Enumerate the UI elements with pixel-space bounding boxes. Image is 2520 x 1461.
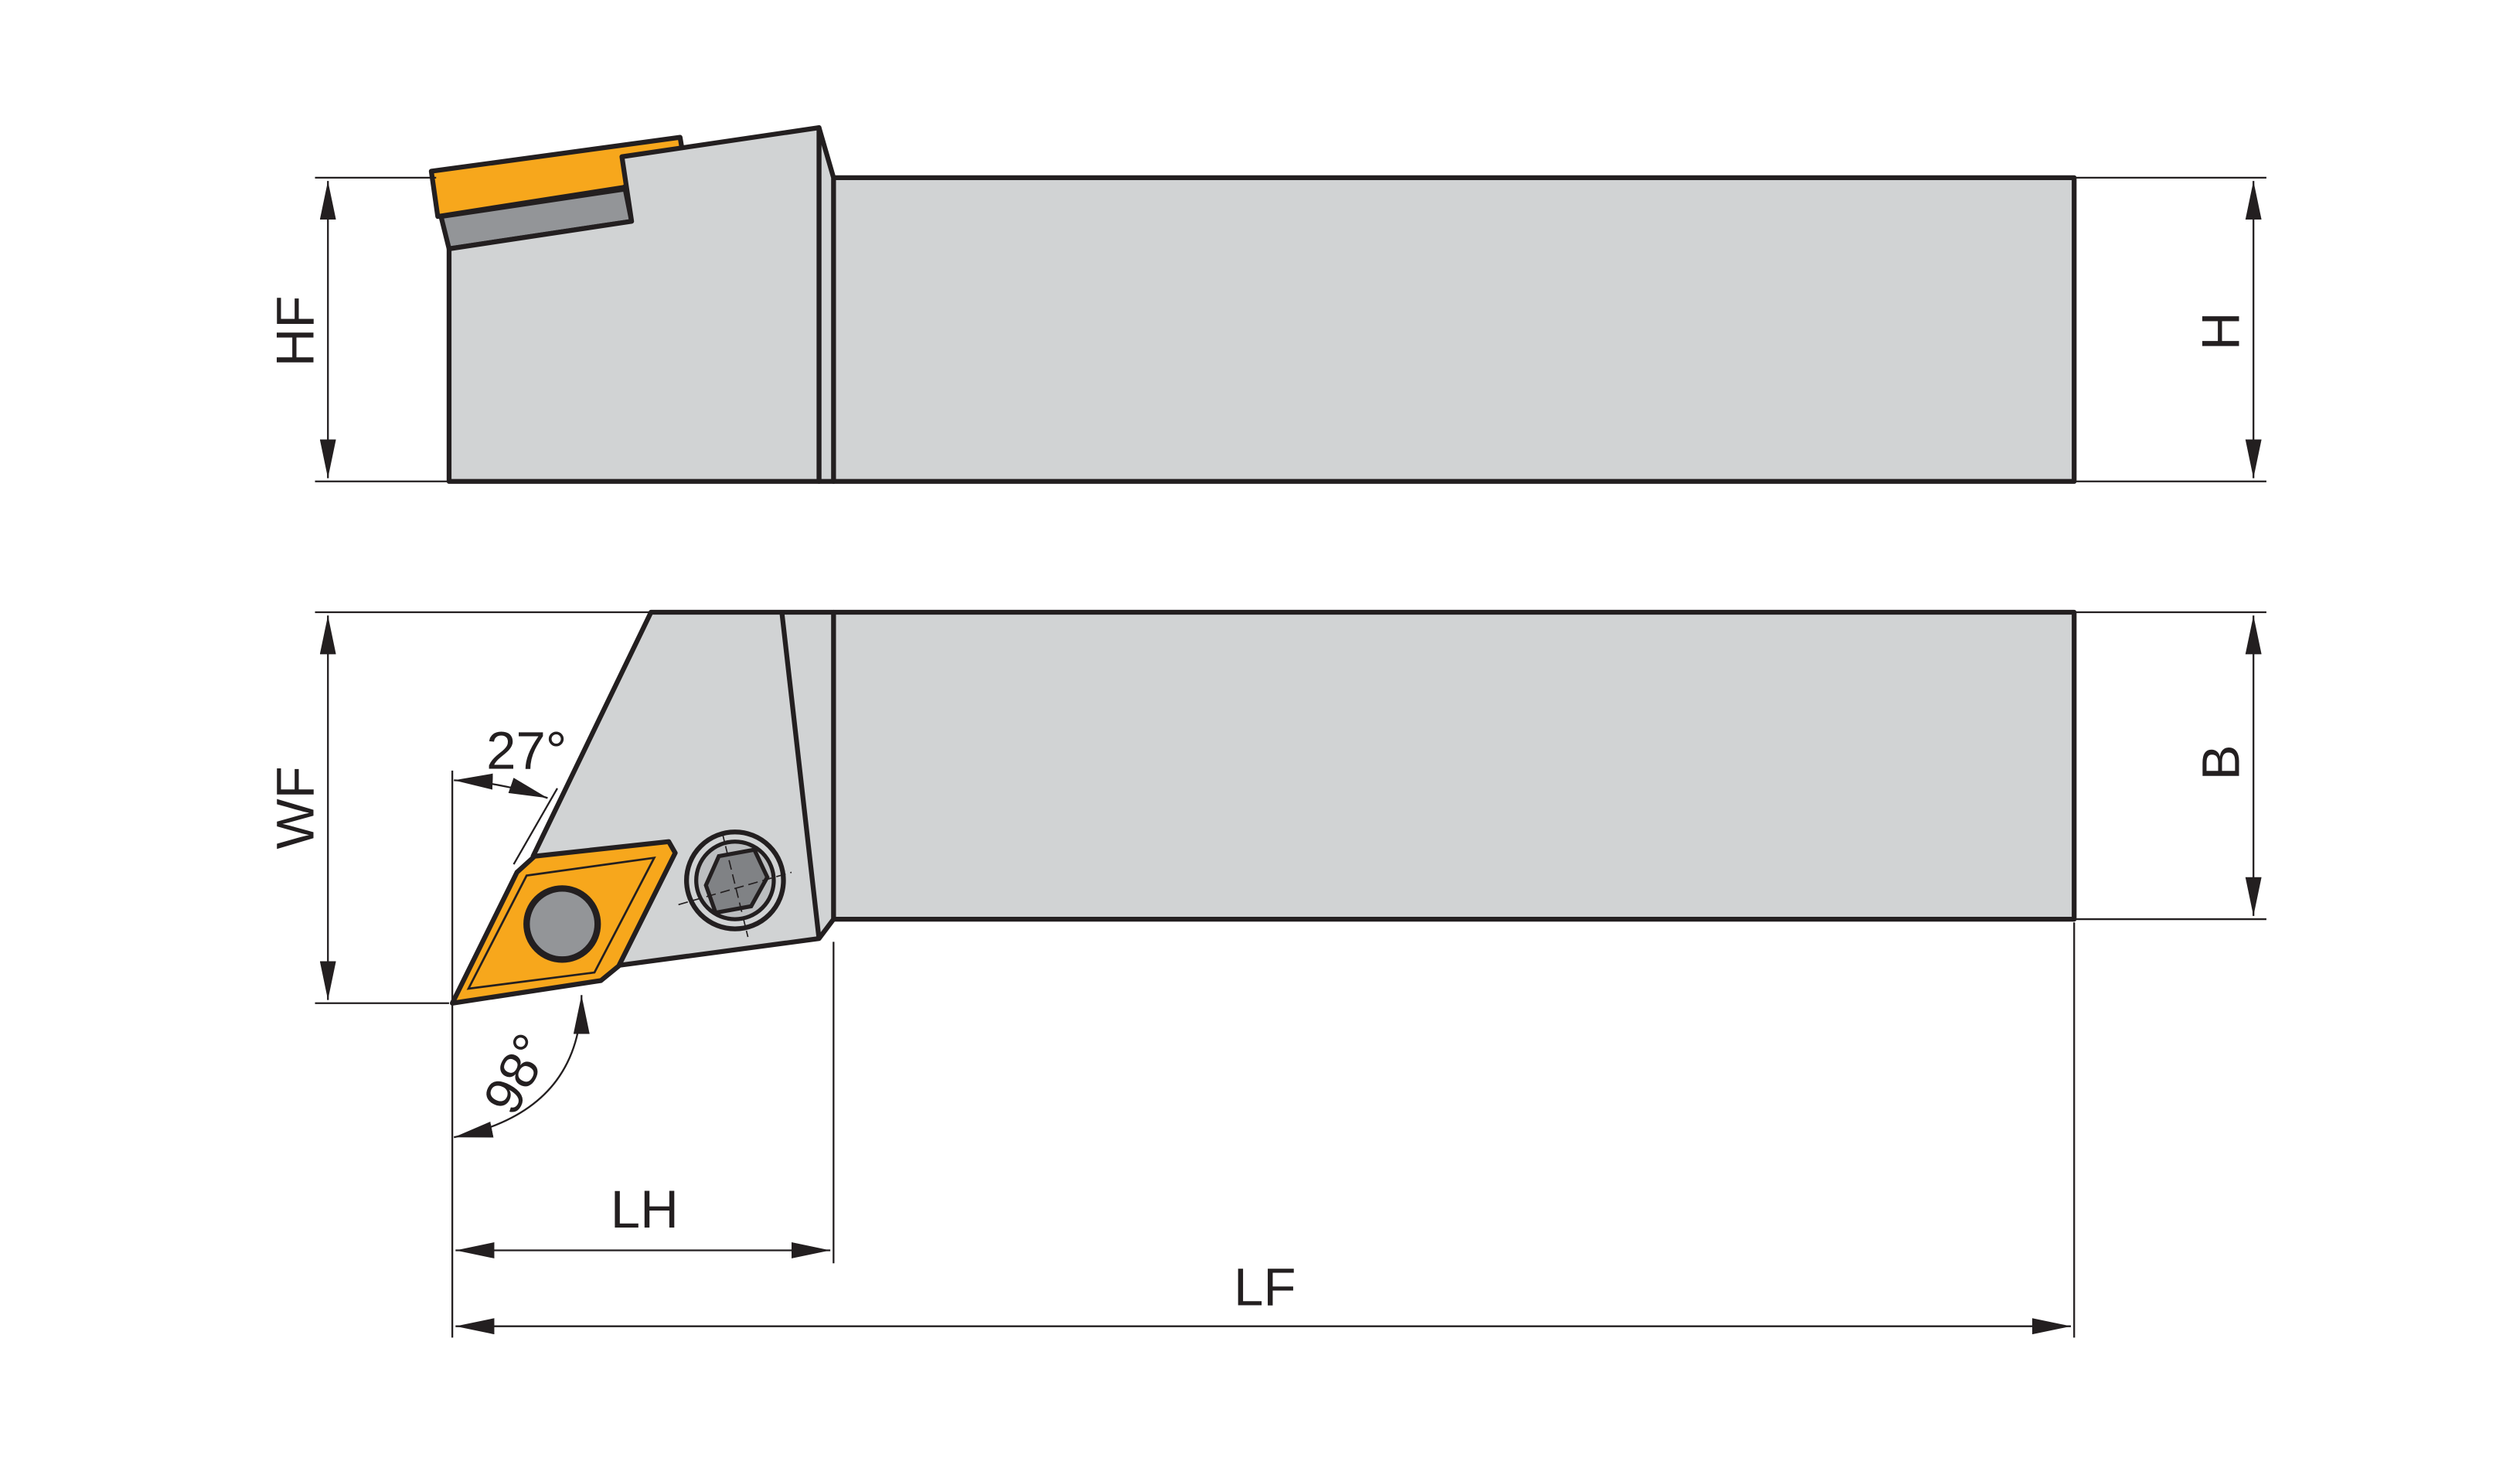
angle-98-arc [453,995,590,1139]
angle-27-label: 27° [486,721,567,781]
b-label: B [2191,744,2250,780]
insert-top [449,839,678,1006]
angle-98-label: 98° [472,1024,562,1123]
shank-side [831,175,2077,484]
lf-label: LF [1234,1258,1296,1317]
shank-top [831,609,2077,922]
lh-label: LH [611,1180,679,1239]
insert-hole [523,885,601,963]
wf-label: WF [265,766,325,849]
side-view: HF H [265,124,2266,484]
clamp-screw-icon [678,829,792,938]
hf-label: HF [265,295,325,366]
h-label: H [2191,312,2250,351]
angle-27-arc [454,773,548,799]
top-view: WF B 27° 98° LH LF [265,609,2266,1338]
